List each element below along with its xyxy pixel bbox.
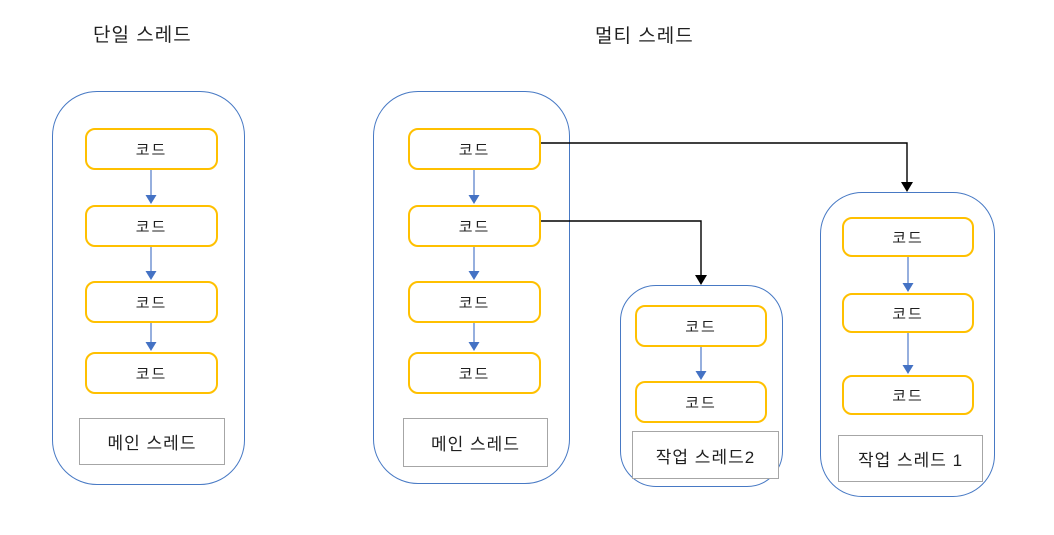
worker-thread-2-container	[620, 285, 783, 487]
code-box: 코드	[408, 352, 541, 394]
code-box: 코드	[635, 305, 767, 347]
code-box: 코드	[85, 205, 218, 247]
thread-label: 작업 스레드 1	[838, 435, 983, 482]
code-box: 코드	[408, 281, 541, 323]
code-box: 코드	[85, 281, 218, 323]
thread-label: 메인 스레드	[79, 418, 225, 465]
code-box: 코드	[408, 205, 541, 247]
code-box: 코드	[842, 217, 974, 257]
code-box: 코드	[408, 128, 541, 170]
code-box: 코드	[85, 128, 218, 170]
thread-label: 메인 스레드	[403, 418, 548, 467]
spawn-connector-worker-1	[541, 142, 913, 192]
thread-label: 작업 스레드2	[632, 431, 779, 479]
code-box: 코드	[635, 381, 767, 423]
multi-thread-title: 멀티 스레드	[595, 26, 694, 47]
multi-main-thread-container	[373, 91, 570, 484]
code-box: 코드	[842, 293, 974, 333]
single-main-thread-container	[52, 91, 245, 485]
code-box: 코드	[85, 352, 218, 394]
single-thread-title: 단일 스레드	[93, 25, 192, 46]
worker-thread-1-container	[820, 192, 995, 497]
code-box: 코드	[842, 375, 974, 415]
